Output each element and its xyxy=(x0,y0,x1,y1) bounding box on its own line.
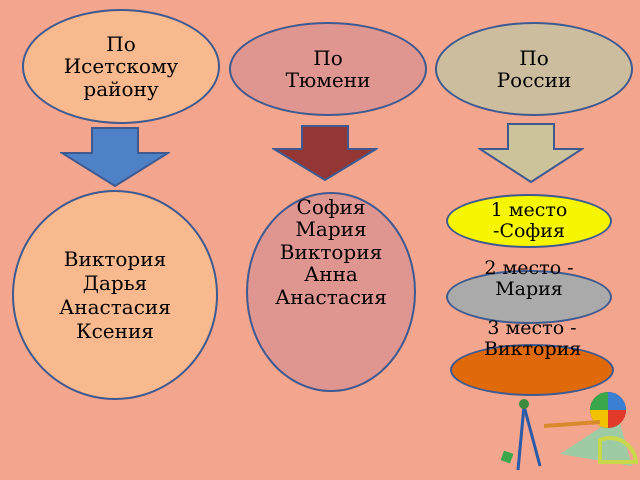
isetsky-names-ellipse: Виктория Дарья Анастасия Ксения xyxy=(12,190,218,400)
isetsky-names-text: Виктория Дарья Анастасия Ксения xyxy=(59,247,171,343)
down-arrow-darkred-icon xyxy=(272,125,378,182)
place-first-ellipse: 1 место -София xyxy=(446,194,612,248)
place-second-text: 2 место - Мария xyxy=(484,257,574,300)
tyumen-names-ellipse: София Мария Виктория Анна Анастасия xyxy=(246,192,416,392)
category-russia-ellipse: По России xyxy=(435,22,633,116)
category-russia-label: По России xyxy=(496,45,572,92)
tyumen-names-text: София Мария Виктория Анна Анастасия xyxy=(275,195,387,309)
drawing-tools-icon xyxy=(500,392,639,471)
place-first-text: 1 место -София xyxy=(490,199,568,242)
down-arrow-khaki-icon xyxy=(478,123,584,184)
place-second-ellipse: 2 место - Мария xyxy=(446,258,612,324)
category-isetsky-label: По Исетскому району xyxy=(63,31,179,101)
place-third-ellipse: 3 место - Виктория xyxy=(450,318,614,396)
category-tyumen-label: По Тюмени xyxy=(285,45,371,92)
place-third-text: 3 место - Виктория xyxy=(484,317,582,360)
category-tyumen-ellipse: По Тюмени xyxy=(229,22,427,116)
down-arrow-blue-icon xyxy=(60,127,170,188)
category-isetsky-ellipse: По Исетскому району xyxy=(22,9,220,124)
